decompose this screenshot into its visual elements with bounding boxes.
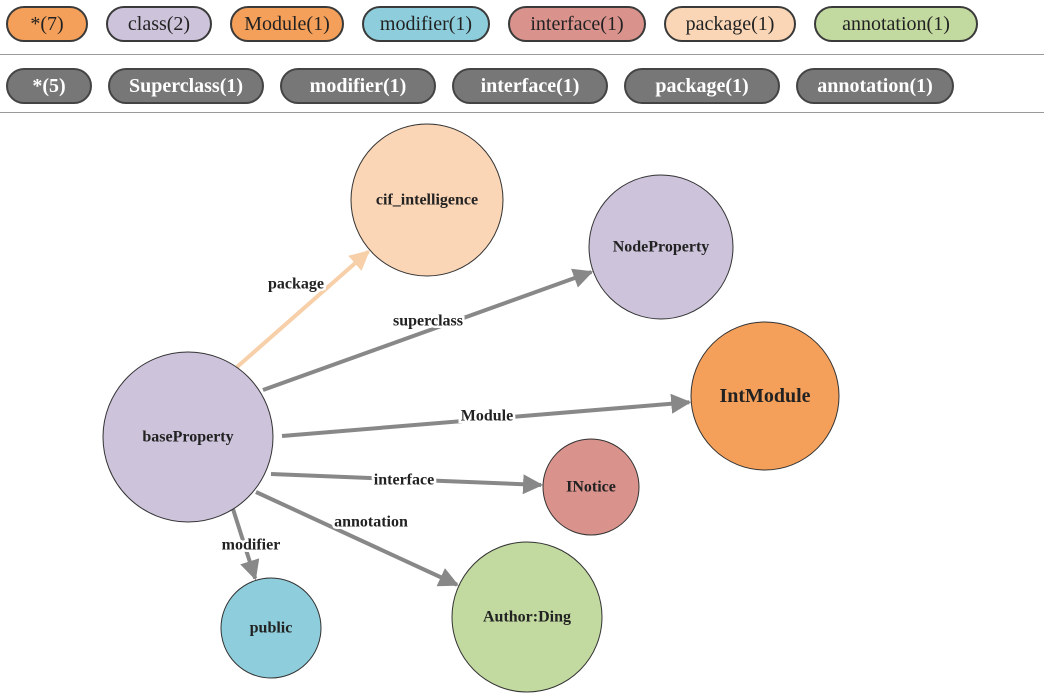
edge-interface [270,472,544,495]
edge-label-modifier: modifier [222,537,281,554]
node-inotice[interactable]: INotice [542,438,640,536]
node-intmodule[interactable]: IntModule [690,321,840,471]
node-label: IntModule [719,385,810,407]
edge-type-filter-bar: *(5) Superclass(1) modifier(1) interface(1)… [6,66,954,106]
node-circle[interactable] [451,541,603,693]
node-cif-intelligence[interactable]: cif_intelligence [350,123,504,277]
node-circle[interactable] [542,438,640,536]
node-circle[interactable] [690,321,840,471]
node-baseproperty[interactable]: baseProperty [102,351,274,523]
edge-filter-annotation-1[interactable]: annotation(1) [796,68,954,104]
edge-filter-modifier-1[interactable]: modifier(1) [280,68,436,104]
edge-annotation [255,490,459,587]
edge-package [235,249,370,369]
edge-filter-interface-1[interactable]: interface(1) [452,68,608,104]
edge-module [281,393,692,438]
node-circle[interactable] [588,174,734,320]
node-nodeproperty[interactable]: NodeProperty [588,174,734,320]
node-label: NodeProperty [613,239,710,256]
edge-label-package: package [268,276,324,293]
edge-filter-5[interactable]: *(5) [6,68,92,104]
node-filter-modifier-1[interactable]: modifier(1) [362,6,490,42]
edge-label-module: Module [461,408,513,425]
node-label: Author:Ding [483,609,571,626]
node-filter-7[interactable]: *(7) [6,6,88,42]
node-label: INotice [566,479,616,496]
node-public[interactable]: public [220,577,322,679]
edge-superclass [262,268,594,392]
node-label: public [250,620,293,637]
edges-layer [231,249,692,587]
edge-modifier [231,508,260,581]
edge-label-interface: interface [374,472,434,489]
node-filter-annotation-1[interactable]: annotation(1) [814,6,978,42]
edge-filter-package-1[interactable]: package(1) [624,68,780,104]
node-label: cif_intelligence [376,192,478,209]
node-filter-interface-1[interactable]: interface(1) [508,6,646,42]
node-circle[interactable] [350,123,504,277]
node-author-ding[interactable]: Author:Ding [451,541,603,693]
divider [0,112,1044,113]
edge-label-annotation: annotation [334,514,408,531]
nodes-layer: baseProperty cif_intelligenceNodeProperty… [102,123,840,693]
node-circle[interactable] [220,577,322,679]
divider [0,54,1044,55]
node-filter-package-1[interactable]: package(1) [664,6,796,42]
node-filter-module-1[interactable]: Module(1) [230,6,344,42]
node-circle[interactable] [102,351,274,523]
node-label: baseProperty [142,429,233,446]
edge-filter-superclass-1[interactable]: Superclass(1) [108,68,264,104]
node-type-filter-bar: *(7) class(2) Module(1) modifier(1) interfac… [6,4,978,44]
node-filter-class-2[interactable]: class(2) [106,6,212,42]
edge-label-superclass: superclass [393,313,463,330]
